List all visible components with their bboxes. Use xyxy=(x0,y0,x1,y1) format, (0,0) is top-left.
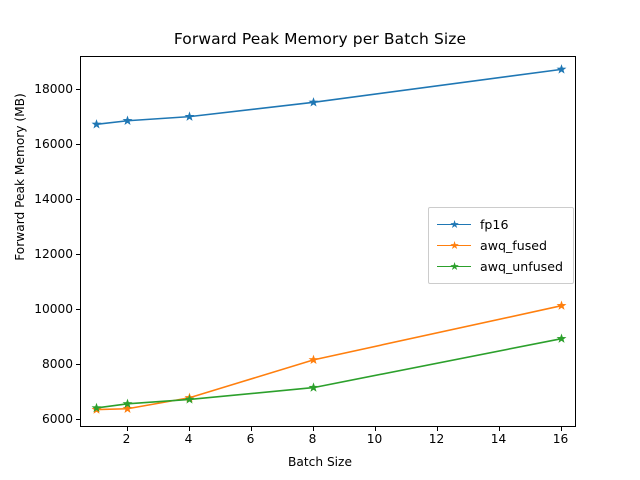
legend-label: fp16 xyxy=(480,217,509,232)
plot-lines xyxy=(91,64,567,414)
x-tick-label: 10 xyxy=(366,432,383,446)
data-point-marker xyxy=(91,402,102,413)
x-tick-mark xyxy=(560,427,562,431)
legend-label: awq_unfused xyxy=(480,259,563,274)
x-tick-mark xyxy=(126,427,128,431)
y-tick-label: 10000 xyxy=(34,301,73,316)
x-tick-label: 12 xyxy=(428,432,445,446)
series-line xyxy=(96,68,562,126)
legend-swatch-icon: ★ xyxy=(437,218,471,232)
y-tick-label: 16000 xyxy=(34,136,73,151)
y-tick-mark xyxy=(76,418,80,420)
y-tick-mark xyxy=(76,363,80,365)
data-point-marker xyxy=(308,97,319,107)
data-point-marker xyxy=(91,119,102,129)
x-axis-label: Batch Size xyxy=(288,455,352,469)
data-point-marker xyxy=(556,300,567,310)
data-point-marker xyxy=(184,111,195,121)
x-tick-mark xyxy=(498,427,500,431)
data-point-marker xyxy=(556,333,567,343)
data-point-marker xyxy=(184,394,195,404)
x-tick-label: 6 xyxy=(246,432,255,446)
legend-item-awq_unfused[interactable]: ★ awq_unfused xyxy=(437,256,563,277)
plot-area xyxy=(80,56,576,427)
x-tick-label: 8 xyxy=(308,432,317,446)
y-tick-mark xyxy=(76,198,80,200)
data-point-marker xyxy=(122,115,133,125)
data-point-marker xyxy=(308,354,319,365)
x-tick-label: 16 xyxy=(552,432,569,446)
series-awq_fused xyxy=(91,300,567,414)
y-tick-mark xyxy=(76,143,80,145)
y-tick-label: 12000 xyxy=(34,246,73,261)
x-tick-mark xyxy=(188,427,190,431)
x-tick-mark xyxy=(374,427,376,431)
chart-title: Forward Peak Memory per Batch Size xyxy=(173,30,467,48)
data-point-marker xyxy=(556,64,567,74)
x-tick-label: 14 xyxy=(490,432,507,446)
y-tick-mark xyxy=(76,308,80,310)
y-tick-label: 14000 xyxy=(34,191,73,206)
x-tick-label: 2 xyxy=(122,432,131,446)
y-tick-label: 6000 xyxy=(41,411,73,426)
data-point-marker xyxy=(122,398,133,409)
legend-item-fp16[interactable]: ★ fp16 xyxy=(437,214,563,235)
x-tick-label: 4 xyxy=(184,432,193,446)
series-line xyxy=(96,304,562,411)
data-point-marker xyxy=(122,403,133,413)
x-tick-mark xyxy=(312,427,314,431)
y-tick-label: 8000 xyxy=(41,356,73,371)
x-tick-mark xyxy=(250,427,252,431)
x-tick-mark xyxy=(436,427,438,431)
y-tick-mark xyxy=(76,88,80,90)
series-fp16 xyxy=(91,64,567,129)
series-line xyxy=(96,337,562,409)
data-point-marker xyxy=(308,382,319,392)
legend-swatch-icon: ★ xyxy=(437,260,471,274)
legend-swatch-icon: ★ xyxy=(437,239,471,253)
series-awq_unfused xyxy=(91,333,567,413)
legend-label: awq_fused xyxy=(480,238,548,253)
legend-item-awq_fused[interactable]: ★ awq_fused xyxy=(437,235,563,256)
y-tick-label: 18000 xyxy=(34,81,73,96)
y-tick-mark xyxy=(76,253,80,255)
chart-legend: ★ fp16 ★ awq_fused ★ awq_unfused xyxy=(428,207,574,284)
